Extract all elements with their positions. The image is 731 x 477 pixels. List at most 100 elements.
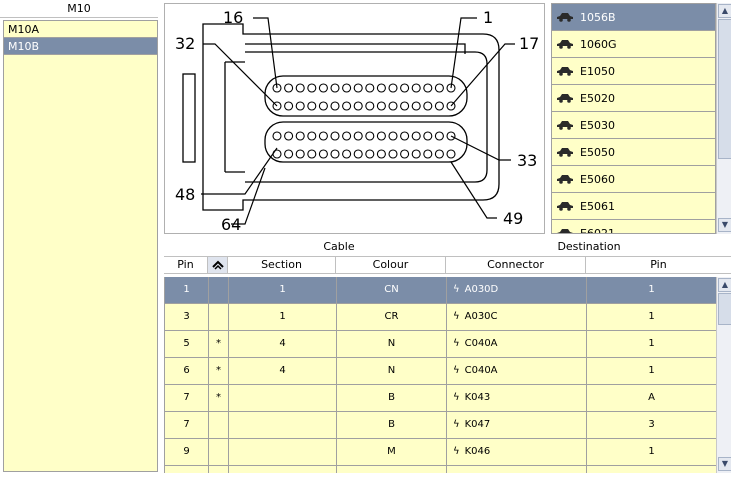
- scroll-thumb[interactable]: [718, 293, 731, 325]
- pin-cavity: [446, 149, 456, 159]
- vehicle-label: 1056B: [580, 10, 616, 24]
- cell-pin: 9: [165, 439, 209, 465]
- pin-cavity: [284, 149, 294, 159]
- cell-dest-pin: 1: [648, 338, 655, 349]
- sort-toggle-button[interactable]: [208, 257, 228, 273]
- pin-cavity: [284, 83, 294, 93]
- cell-colour: N: [337, 331, 447, 357]
- cell-colour: B: [337, 412, 447, 438]
- scroll-up-icon[interactable]: ▲: [718, 278, 731, 292]
- vehicle-item[interactable]: E5050: [552, 139, 715, 166]
- pin-cavity: [423, 83, 433, 93]
- connector-link[interactable]: A030D: [464, 284, 499, 295]
- pin-cavity: [376, 101, 386, 111]
- cell-connector[interactable]: ϟ K043: [447, 385, 587, 411]
- pin-cavity: [284, 101, 294, 111]
- vehicle-item[interactable]: 1056B: [552, 4, 715, 31]
- pin-label-49: 49: [503, 209, 523, 228]
- connector-link[interactable]: C040A: [464, 365, 498, 376]
- pin-cavity: [411, 101, 421, 111]
- pin-cavity: [307, 131, 317, 141]
- pin-cavity: [295, 101, 305, 111]
- table-row[interactable]: [165, 466, 716, 473]
- connector-link[interactable]: C040A: [464, 338, 498, 349]
- table-scrollbar[interactable]: ▲ ▼: [716, 277, 731, 473]
- cell-section: [229, 439, 337, 465]
- cell-dest-pin: A: [648, 392, 655, 403]
- cell-connector[interactable]: [447, 466, 587, 473]
- connector-link[interactable]: A030C: [464, 311, 498, 322]
- pin-cavity: [376, 149, 386, 159]
- connector-link[interactable]: K043: [464, 392, 491, 403]
- cell-flag: [209, 439, 229, 465]
- cell-flag: [209, 277, 229, 303]
- column-header-section[interactable]: Section: [228, 257, 336, 273]
- cell-section: [229, 466, 337, 473]
- pin-cavity: [295, 131, 305, 141]
- column-header-connector[interactable]: Connector: [446, 257, 586, 273]
- connector-link[interactable]: K046: [464, 446, 491, 457]
- cell-colour: CN: [337, 277, 447, 303]
- vehicle-list-scrollbar[interactable]: ▲ ▼: [716, 3, 731, 234]
- vehicle-item[interactable]: E5060: [552, 166, 715, 193]
- pin-cavity: [365, 83, 375, 93]
- cell-dest-pin: 1: [648, 446, 655, 457]
- vehicle-label: E5060: [580, 172, 615, 186]
- vehicle-item[interactable]: E5061: [552, 193, 715, 220]
- pin-cavity: [295, 83, 305, 93]
- variant-item-m10b[interactable]: M10B: [4, 38, 157, 55]
- vehicle-label: E5030: [580, 118, 615, 132]
- pin-cavity: [434, 131, 444, 141]
- vehicle-item[interactable]: E6021: [552, 220, 715, 233]
- vehicle-item[interactable]: 1060G: [552, 31, 715, 58]
- pin-cavity: [342, 149, 352, 159]
- scroll-down-icon[interactable]: ▼: [718, 218, 731, 232]
- pin-label-32: 32: [175, 34, 195, 53]
- vehicle-list[interactable]: 1056B 1060G E1050 E5020 E5030 E5050 E506…: [551, 3, 716, 234]
- pin-cavity: [411, 131, 421, 141]
- vehicle-item[interactable]: E5030: [552, 112, 715, 139]
- pin-cavity: [284, 131, 294, 141]
- vehicle-item[interactable]: E1050: [552, 58, 715, 85]
- cell-pin: 5: [165, 331, 209, 357]
- scroll-thumb[interactable]: [718, 19, 731, 159]
- column-header-dest-pin[interactable]: Pin: [650, 258, 667, 271]
- pin-cavity: [307, 101, 317, 111]
- pin-cavity: [330, 101, 340, 111]
- column-header-colour[interactable]: Colour: [336, 257, 446, 273]
- column-header-pin[interactable]: Pin: [164, 257, 208, 273]
- lightning-icon: ϟ: [453, 392, 460, 403]
- pin-cavity: [400, 83, 410, 93]
- pin-cavity: [423, 101, 433, 111]
- scroll-down-icon[interactable]: ▼: [718, 457, 731, 471]
- cell-section: 1: [229, 304, 337, 330]
- pin-cavity: [342, 83, 352, 93]
- variant-item-m10a[interactable]: M10A: [4, 21, 157, 38]
- cell-section: 4: [229, 331, 337, 357]
- pin-cavity: [411, 83, 421, 93]
- connector-variant-list[interactable]: M10A M10B: [3, 20, 158, 472]
- cell-section: [229, 385, 337, 411]
- car-icon: [557, 40, 573, 49]
- vehicle-item[interactable]: E5020: [552, 85, 715, 112]
- pin-cavity: [365, 149, 375, 159]
- pin-cavity: [353, 101, 363, 111]
- pin-cavity: [365, 131, 375, 141]
- connector-link[interactable]: K047: [464, 419, 491, 430]
- cell-colour: N: [337, 358, 447, 384]
- scroll-up-icon[interactable]: ▲: [718, 4, 731, 18]
